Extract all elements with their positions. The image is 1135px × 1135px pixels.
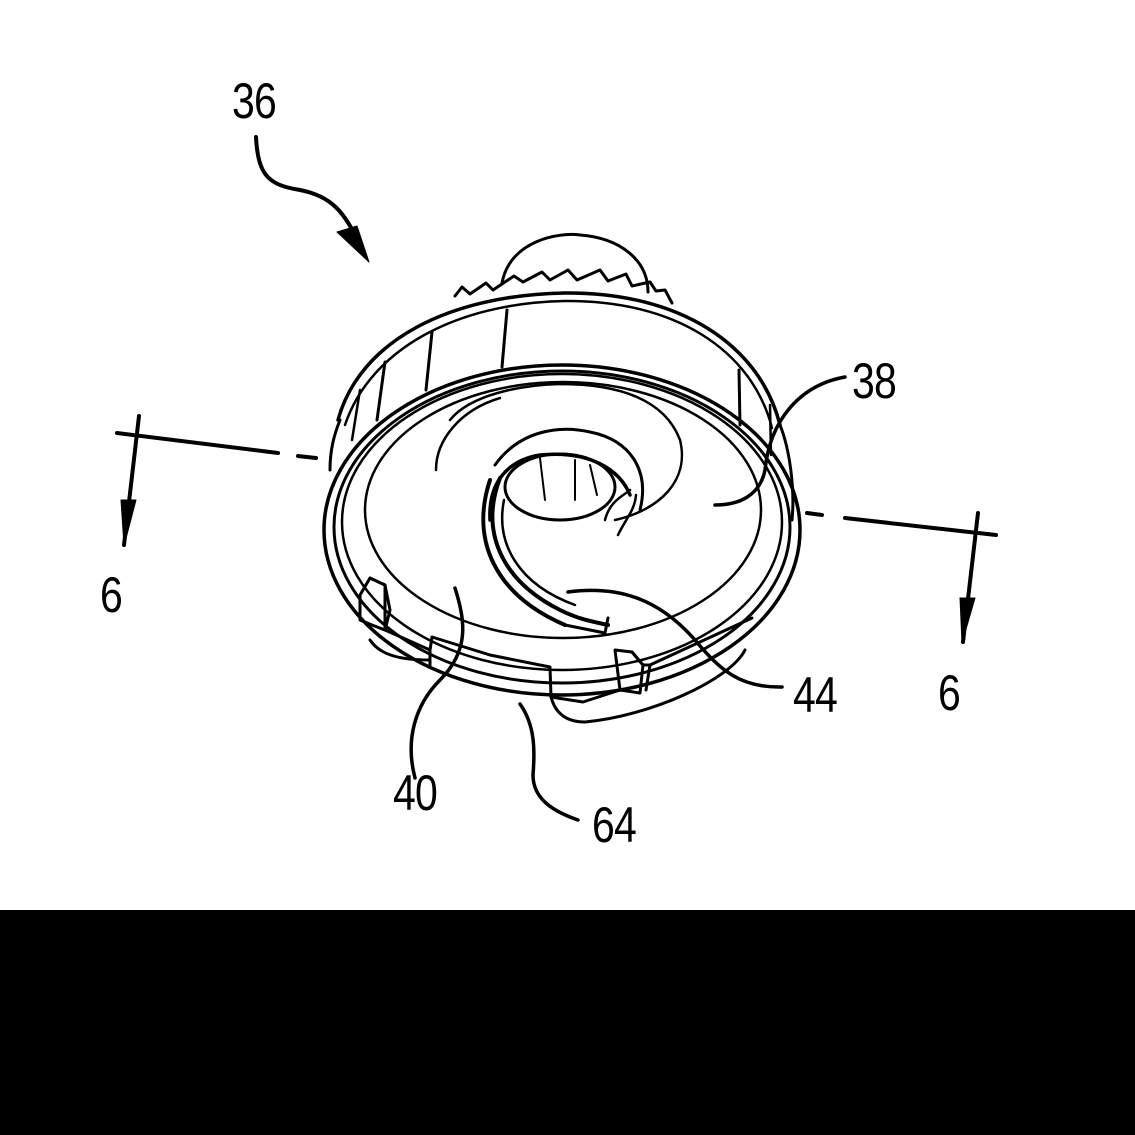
leader-38	[713, 375, 847, 507]
reference-numeral-36: 36	[232, 73, 277, 129]
reference-numeral-44: 44	[793, 667, 838, 723]
reference-numeral-64: 64	[592, 797, 637, 853]
leader-40	[409, 586, 465, 780]
knurled-dome	[453, 232, 674, 305]
leader-64	[518, 702, 580, 822]
section-label-right: 6	[938, 665, 961, 721]
reference-numeral-40: 40	[393, 765, 438, 821]
leader-44	[566, 588, 784, 689]
spiral-ramp	[434, 382, 684, 635]
section-line-right	[805, 511, 998, 644]
section-label-left: 6	[100, 567, 123, 623]
reference-numeral-38: 38	[852, 353, 897, 409]
leader-arrow-36	[254, 135, 370, 263]
section-line-left	[115, 414, 318, 547]
leader-lines	[409, 375, 847, 822]
rim-rings	[322, 363, 802, 697]
bottom-black-bar	[0, 910, 1135, 1135]
rim-notch-64	[368, 628, 747, 724]
component-drawing	[115, 135, 998, 822]
cup-body	[328, 291, 795, 522]
rim-tabs	[358, 576, 754, 695]
